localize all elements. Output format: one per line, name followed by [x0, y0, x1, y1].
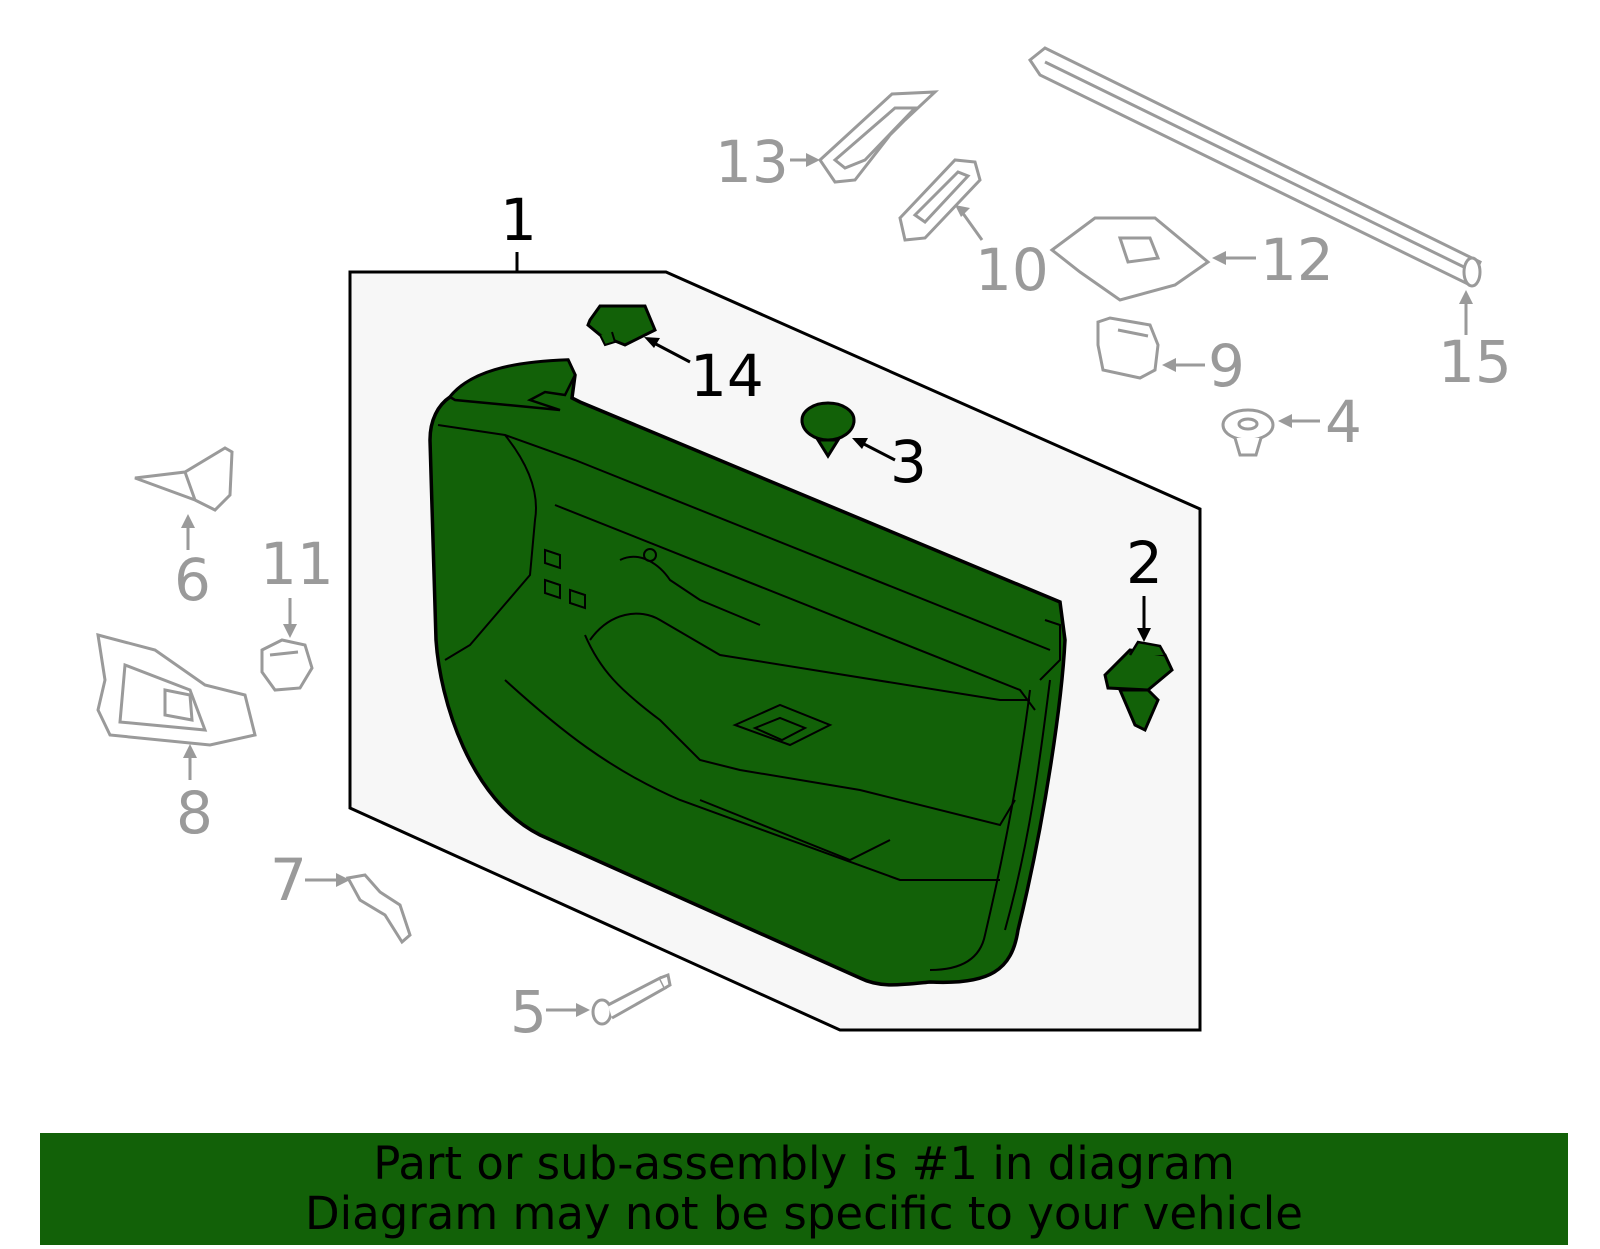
leader-2-arrowhead — [1137, 628, 1151, 642]
seal-part-7[interactable] — [345, 873, 412, 945]
callout-8: 8 — [176, 779, 213, 847]
clip-part-14[interactable] — [586, 304, 657, 347]
screw-part-5[interactable] — [591, 972, 672, 1026]
leader-10 — [960, 211, 984, 241]
switch-bezel-part-12[interactable] — [1049, 216, 1211, 302]
switch-part-9[interactable] — [1096, 316, 1160, 380]
leader-9-arrowhead — [1162, 358, 1176, 372]
callout-11: 11 — [260, 530, 334, 598]
leader-8-arrowhead — [183, 744, 197, 758]
callout-14: 14 — [690, 342, 764, 410]
leader-10-arrowhead — [955, 205, 970, 217]
callout-5: 5 — [510, 978, 547, 1046]
callout-9: 9 — [1208, 332, 1245, 400]
leader-7-arrowhead — [336, 873, 350, 887]
callout-2: 2 — [1126, 529, 1163, 597]
leader-14 — [651, 340, 691, 364]
leader-11-arrowhead — [283, 624, 297, 638]
retainer-part-3[interactable] — [800, 401, 856, 459]
callout-6: 6 — [174, 546, 211, 614]
clip-part-2[interactable] — [1103, 640, 1174, 733]
callout-12: 12 — [1260, 226, 1334, 294]
callout-1: 1 — [500, 186, 537, 254]
leader-4-arrowhead — [1278, 414, 1292, 428]
clip-part-11[interactable] — [260, 638, 314, 692]
callout-15: 15 — [1438, 328, 1512, 396]
leader-14-arrowhead — [644, 337, 660, 348]
leader-5-arrowhead — [576, 1003, 590, 1017]
trim-piece-part-8[interactable] — [96, 632, 257, 747]
weatherstrip-part-15[interactable] — [1027, 46, 1482, 288]
window-switch-part-10[interactable] — [898, 158, 982, 242]
bezel-part-13[interactable] — [818, 90, 940, 184]
leader-15-arrowhead — [1459, 290, 1473, 304]
info-banner: Part or sub-assembly is #1 in diagram Di… — [40, 1133, 1568, 1245]
callout-10: 10 — [975, 236, 1049, 304]
callout-3: 3 — [890, 428, 927, 496]
callout-4: 4 — [1325, 388, 1362, 456]
leader-13-arrowhead — [806, 153, 820, 167]
leader-3-arrowhead — [852, 438, 868, 449]
door-trim-panel-part[interactable] — [428, 358, 1067, 987]
leader-12-arrowhead — [1212, 251, 1226, 265]
grommet-part-4[interactable] — [1221, 408, 1275, 457]
leader-3 — [859, 440, 896, 462]
bracket-part-6[interactable] — [134, 446, 234, 512]
callout-7: 7 — [270, 846, 307, 914]
callout-13: 13 — [715, 128, 789, 196]
banner-line-1: Part or sub-assembly is #1 in diagram — [373, 1137, 1235, 1190]
banner-line-2: Diagram may not be specific to your vehi… — [305, 1187, 1303, 1240]
leader-6-arrowhead — [181, 514, 195, 528]
